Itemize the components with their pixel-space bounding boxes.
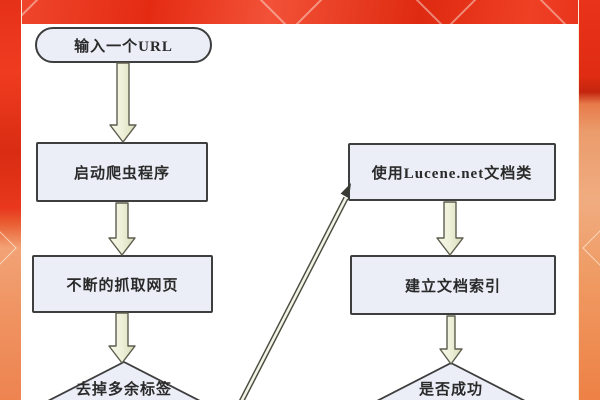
node-use-lucene-document: 使用Lucene.net文档类 <box>348 143 556 201</box>
ribbon-deco-line <box>533 0 573 24</box>
node-crawl-pages: 不断的抓取网页 <box>32 255 213 313</box>
ribbon-deco-line <box>443 0 483 24</box>
left-border-ribbon <box>0 0 22 400</box>
right-border-ribbon <box>578 0 600 400</box>
node-is-success-label: 是否成功 <box>418 382 483 398</box>
ribbon-deco-line <box>409 0 449 24</box>
node-remove-extra-tags-label: 去掉多余标签 <box>75 382 172 398</box>
slide-page-background <box>21 24 578 400</box>
node-start-crawler: 启动爬虫程序 <box>36 142 208 202</box>
ribbon-deco-line <box>289 0 329 24</box>
node-build-document-index: 建立文档索引 <box>350 255 556 315</box>
red-ribbon-band <box>0 0 600 24</box>
node-input-url: 输入一个URL <box>35 27 212 63</box>
ribbon-deco-line <box>253 0 293 24</box>
